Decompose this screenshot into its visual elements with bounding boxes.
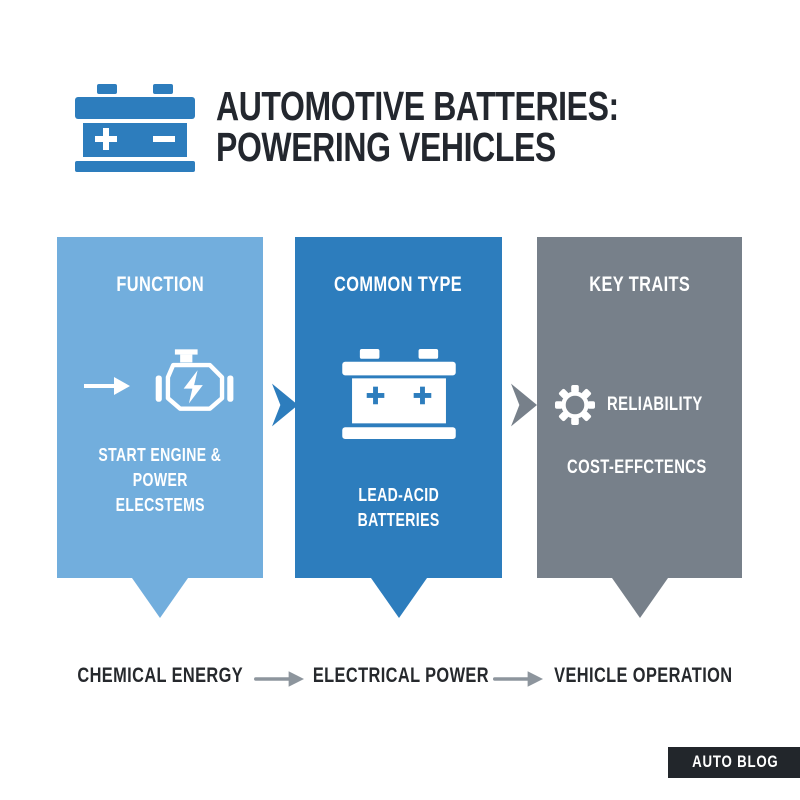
card-key-traits: KEY TRAITS RELIABILITY	[537, 237, 742, 578]
card-key-traits-title-text: KEY TRAITS	[589, 273, 690, 296]
trait-cost: $ COST-EFFCTENCS	[555, 448, 736, 488]
auto-blog-badge: AUTO BLOG	[668, 747, 800, 778]
flow-step-vehicle-operation: VEHICLE OPERATION	[529, 664, 749, 688]
chevron-right-icon	[511, 383, 537, 427]
trait-reliability: RELIABILITY	[555, 385, 736, 425]
flow-step-label: CHEMICAL ENERGY	[77, 664, 243, 687]
card-common-type-title: COMMON TYPE	[295, 273, 502, 297]
card-key-traits-title: KEY TRAITS	[537, 273, 742, 297]
card-function-body-line: START ENGINE &	[98, 445, 222, 465]
card-function-body: START ENGINE & POWER ELECSTEMS	[57, 443, 263, 518]
card-common-type-body: LEAD-ACID BATTERIES	[295, 483, 502, 533]
chevron-right-icon	[272, 383, 298, 427]
car-battery-icon	[75, 84, 195, 172]
card-common-type-icon-row	[295, 349, 502, 439]
trait-cost-label: COST-EFFCTENCS	[567, 457, 707, 478]
card-function-title: FUNCTION	[57, 273, 263, 297]
page-title: AUTOMOTIVE BATTERIES: POWERING VEHICLES	[216, 86, 732, 168]
auto-blog-badge-label: AUTO BLOG	[692, 752, 779, 771]
engine-with-bolt-icon	[155, 349, 234, 411]
trait-reliability-label: RELIABILITY	[607, 394, 703, 415]
title-line-2: POWERING VEHICLES	[216, 124, 556, 170]
card-function-title-text: FUNCTION	[116, 273, 204, 296]
right-arrow-icon	[493, 671, 543, 687]
right-arrow-icon	[254, 671, 304, 687]
card-function-icon-row	[57, 349, 263, 423]
title-line-1: AUTOMOTIVE BATTERIES:	[216, 83, 619, 129]
flow-step-electrical-power: ELECTRICAL POWER	[288, 664, 508, 688]
flow-step-label: ELECTRICAL POWER	[312, 664, 489, 687]
right-arrow-icon	[84, 377, 130, 395]
flow-step-label: VEHICLE OPERATION	[554, 664, 733, 687]
card-common-type: COMMON TYPE LEAD-ACID	[295, 237, 502, 578]
flow-step-chemical-energy: CHEMICAL ENERGY	[50, 664, 270, 688]
energy-flow: CHEMICAL ENERGY ELECTRICAL POWER VEHICLE…	[0, 664, 800, 700]
card-function-body-line: POWER	[132, 470, 188, 490]
card-function: FUNCTION START ENGINE & POWER ELECSTEMS	[57, 237, 263, 578]
battery-icon	[341, 349, 456, 439]
card-common-type-title-text: COMMON TYPE	[334, 273, 463, 296]
card-common-type-body-line: LEAD-ACID	[358, 485, 439, 505]
gear-icon	[555, 385, 595, 425]
card-common-type-body-line: BATTERIES	[357, 510, 440, 530]
card-function-body-line: ELECSTEMS	[115, 495, 205, 515]
